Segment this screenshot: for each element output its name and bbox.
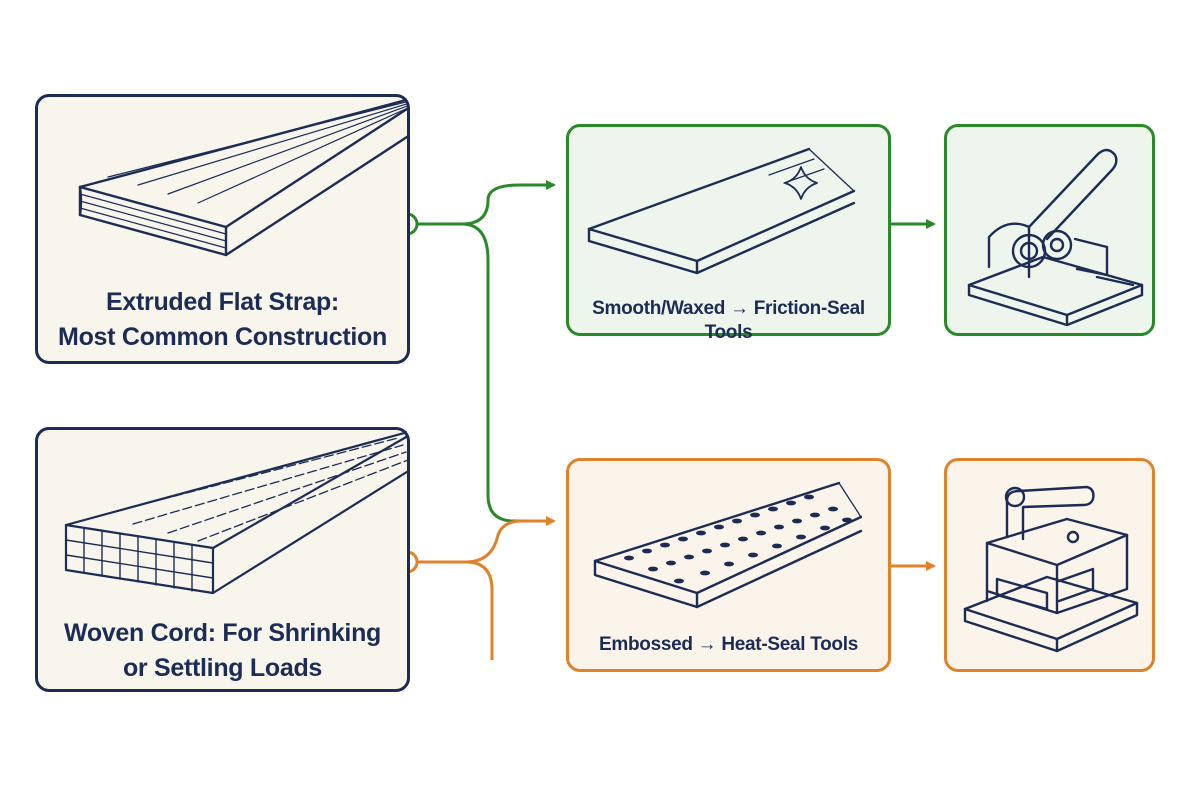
connector-woven-branch <box>465 516 556 564</box>
woven-caption-line1: Woven Cord: For Shrinking <box>63 619 382 647</box>
connector-woven-to-embossed <box>418 560 494 660</box>
node-woven-cord: Woven Cord: For Shrinking or Settling Lo… <box>35 427 410 692</box>
node-embossed: Embossed → Heat-Seal Tools <box>566 458 891 672</box>
connector-extruded-to-embossed <box>461 222 552 523</box>
embossed-caption: Embossed → Heat-Seal Tools <box>599 634 858 655</box>
node-smooth-waxed: Smooth/Waxed → Friction-Seal Tools <box>566 124 891 343</box>
connector-extruded-to-smooth <box>418 180 556 226</box>
extruded-caption-line1: Extruded Flat Strap: <box>106 288 339 316</box>
woven-cord-illustration <box>64 431 407 595</box>
smooth-caption: Smooth/Waxed → Friction-Seal Tools <box>592 298 865 343</box>
flat-strap-illustration <box>78 98 407 257</box>
embossed-strap-illustration <box>593 481 863 609</box>
node-friction-seal-tool <box>944 124 1155 336</box>
friction-seal-tool-illustration <box>967 148 1144 327</box>
node-extruded-flat-strap: Extruded Flat Strap: Most Common Constru… <box>35 94 410 364</box>
woven-caption-line2: or Settling Loads <box>122 654 323 682</box>
emboss-pattern <box>624 494 852 584</box>
node-heat-seal-tool <box>944 458 1155 672</box>
extruded-caption-line2: Most Common Construction <box>58 323 387 351</box>
smooth-strap-illustration <box>587 147 856 275</box>
heat-seal-tool-illustration <box>963 485 1139 653</box>
